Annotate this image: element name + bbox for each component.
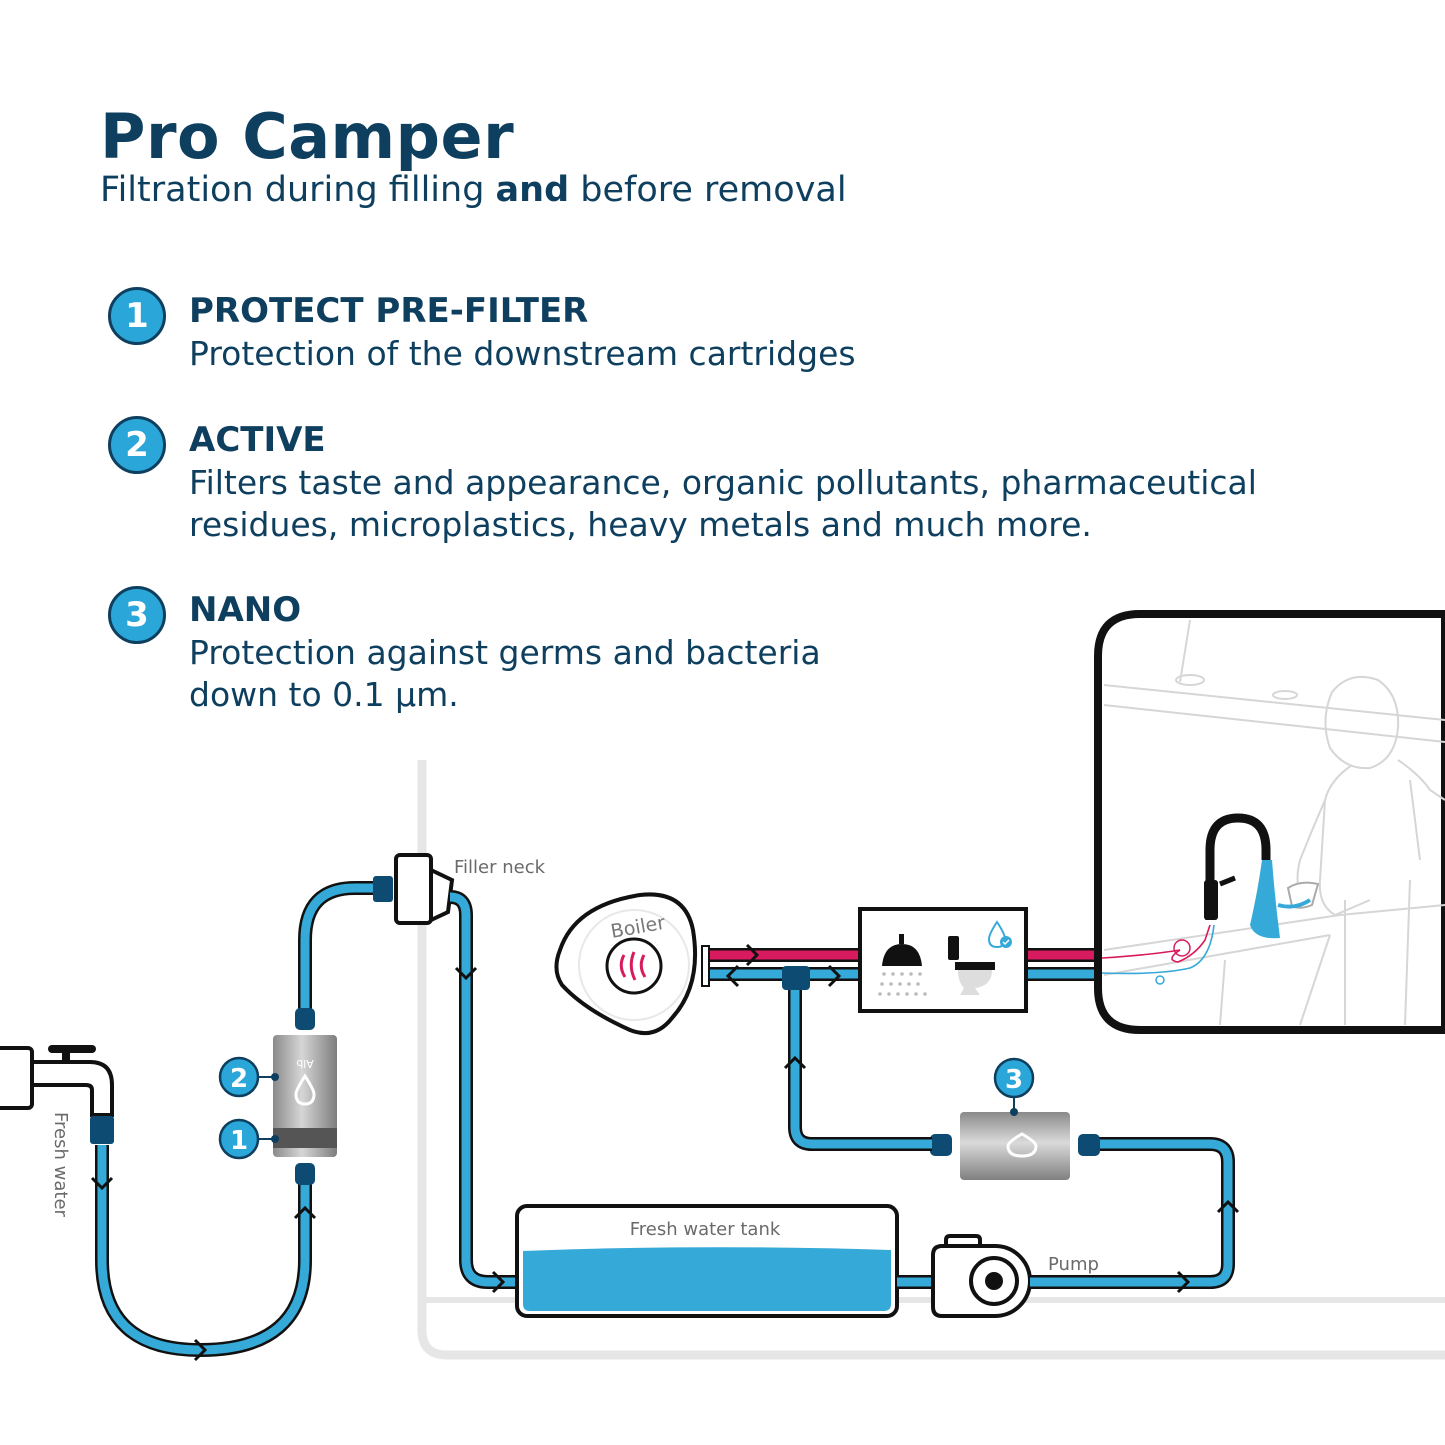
marker-number: 3	[1005, 1065, 1023, 1095]
step-title: ACTIVE	[189, 420, 326, 460]
fresh-water-tank	[515, 1204, 899, 1318]
flow-arrow	[454, 966, 478, 981]
nano-cartridge	[930, 1112, 1100, 1180]
shower-icon	[878, 934, 927, 996]
person-head	[1324, 676, 1400, 770]
pipe-to-tank	[449, 890, 520, 1289]
flow-arrow	[293, 1205, 317, 1220]
step-number-badge: 3	[108, 586, 166, 644]
marker-nano: 3	[993, 1057, 1035, 1099]
kitchen-inset	[1094, 610, 1445, 1034]
tap-icon	[0, 1045, 114, 1144]
tank-label: Fresh water tank	[630, 1219, 781, 1240]
marker-active: 2	[218, 1056, 260, 1098]
subtitle-part-1: Filtration during filling	[100, 170, 496, 210]
flow-arrow	[1176, 1270, 1191, 1294]
step-title: PROTECT PRE-FILTER	[189, 291, 589, 331]
marker-number: 2	[230, 1064, 248, 1094]
marker-number: 1	[230, 1126, 248, 1156]
step-number-badge: 1	[108, 287, 166, 345]
camper-frame	[417, 760, 1445, 1360]
step-title: NANO	[189, 590, 302, 630]
filler-neck	[373, 853, 455, 925]
hose-inlet	[95, 1145, 312, 1358]
pump-label: Pump	[1048, 1254, 1099, 1275]
toilet-icon	[948, 936, 995, 995]
filler-neck-label: Filler neck	[454, 857, 546, 878]
step-number-badge: 2	[108, 416, 166, 474]
faucet-icon	[1205, 813, 1271, 920]
faucet-water	[1250, 860, 1280, 939]
marker-pre-filter: 1	[218, 1118, 260, 1160]
flow-arrow	[783, 1055, 807, 1070]
heat-icon	[619, 951, 647, 981]
brand-drop-icon	[1006, 1132, 1038, 1158]
brand-drop-icon	[294, 1073, 316, 1106]
flow-arrow	[90, 1176, 114, 1191]
flow-arrow	[1216, 1199, 1240, 1214]
filter-cartridge: Alb	[273, 1008, 337, 1185]
boiler	[554, 892, 710, 1035]
flow-arrow	[725, 964, 740, 988]
fresh-water-label: Fresh water	[50, 1112, 71, 1218]
flow-arrow	[827, 964, 842, 988]
step-description: Filters taste and appearance, organic po…	[189, 463, 1257, 544]
subtitle-part-2: before removal	[569, 170, 847, 210]
pump-icon	[931, 1234, 1032, 1318]
water-check-icon	[987, 920, 1012, 949]
flow-arrow	[193, 1338, 208, 1362]
page-title: Pro Camper	[100, 100, 515, 173]
flow-arrow	[491, 1270, 506, 1294]
subtitle-bold: and	[495, 170, 570, 210]
page-subtitle: Filtration during filling and before rem…	[100, 170, 847, 210]
step-description: Protection of the downstream cartridges	[189, 334, 856, 373]
person-body	[1296, 759, 1445, 917]
consumers-box	[858, 907, 1028, 1013]
brand-label: Alb	[296, 1057, 314, 1070]
flow-arrow	[745, 943, 760, 967]
step-description: Protection against germs and bacteria do…	[189, 633, 821, 714]
